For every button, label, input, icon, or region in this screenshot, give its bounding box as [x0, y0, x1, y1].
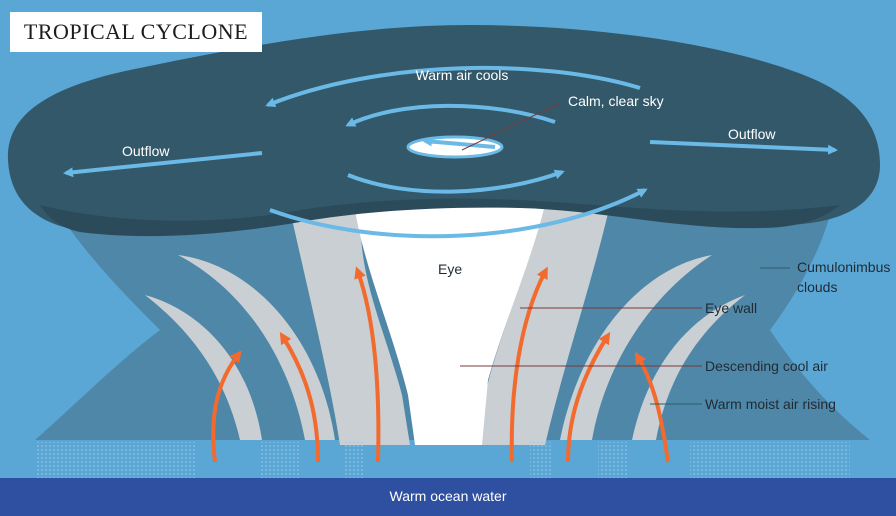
rainband-right-inner — [560, 255, 712, 440]
label-calm-clear-sky: Calm, clear sky — [568, 93, 664, 109]
outflow-right-arrow — [649, 140, 838, 155]
warm-air-arrow-3 — [354, 266, 381, 463]
label-cumulonimbus-line1: Cumulonimbus — [797, 259, 890, 275]
diagram-title: TROPICAL CYCLONE — [23, 19, 249, 44]
vapour-dots-4 — [530, 442, 552, 478]
vapour-dots-2 — [260, 442, 300, 478]
label-warm-ocean-water: Warm ocean water — [389, 488, 507, 504]
calm-sky-leader-line — [461, 102, 561, 151]
anvil-cloud-shadow — [40, 198, 840, 237]
label-eye: Eye — [438, 261, 462, 277]
label-outflow-right: Outflow — [728, 126, 776, 142]
label-descending-cool-air: Descending cool air — [705, 358, 828, 374]
vapour-dots-6 — [690, 442, 850, 478]
anvil-cloud-top — [7, 25, 880, 235]
title-box: TROPICAL CYCLONE — [10, 12, 262, 52]
rainband-left-outer — [145, 295, 262, 440]
label-outflow-left: Outflow — [122, 143, 170, 159]
label-warm-air-cools: Warm air cools — [416, 67, 509, 83]
warm-air-arrow-4 — [509, 266, 548, 463]
warm-air-arrow-5 — [566, 331, 611, 463]
inner-swirl-top-arrow — [345, 103, 556, 127]
label-eye-wall: Eye wall — [705, 300, 757, 316]
eye-center-arrow — [422, 136, 496, 149]
vapour-dots-1 — [35, 442, 195, 478]
label-warm-moist-air-rising: Warm moist air rising — [705, 396, 836, 412]
warm-air-arrow-2 — [279, 331, 320, 463]
inner-swirl-bottom-arrow — [347, 169, 565, 194]
warm-air-cools-arrow — [265, 65, 641, 108]
ocean — [0, 478, 896, 516]
eye-wall-left — [290, 210, 410, 445]
rainband-left-inner — [178, 255, 335, 440]
lower-swirl-arrow — [269, 188, 648, 239]
eye-wall-right — [478, 205, 610, 445]
outflow-left-arrow — [63, 151, 263, 178]
vapour-dots-5 — [598, 442, 628, 478]
label-cumulonimbus-line2: clouds — [797, 279, 837, 295]
cyclone-eye — [355, 205, 545, 445]
vapour-dots-3 — [345, 442, 363, 478]
warm-air-arrow-1 — [211, 350, 242, 463]
